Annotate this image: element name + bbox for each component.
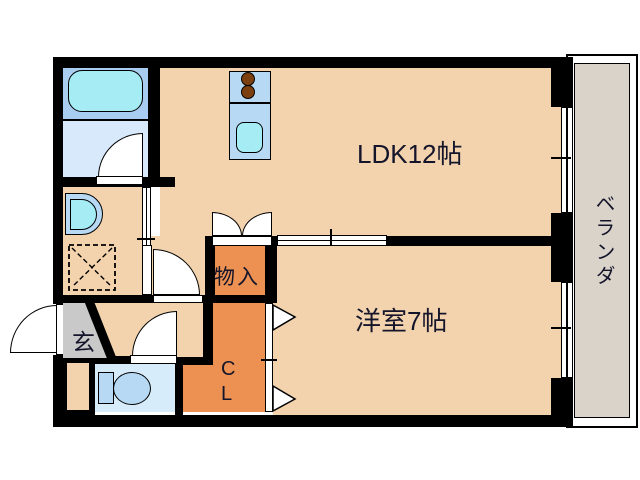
- entrance-door-arc: [10, 305, 57, 353]
- wall: [551, 57, 573, 107]
- wall: [175, 357, 183, 415]
- room-ldk: [160, 68, 561, 236]
- wall: [53, 295, 153, 303]
- kitchen-burner: [241, 85, 255, 99]
- entrance-door: [56, 304, 64, 355]
- tick-mark: [330, 229, 332, 246]
- tick-mark: [551, 327, 571, 329]
- room-storage: [215, 246, 265, 295]
- wall: [53, 355, 63, 427]
- washroom-door: [142, 245, 152, 295]
- tick-mark: [551, 157, 571, 159]
- bath-door: [96, 176, 143, 185]
- toilet-tank: [98, 372, 114, 404]
- label-entrance: 玄: [72, 329, 95, 355]
- wall: [551, 213, 573, 282]
- kitchen-divider: [229, 102, 271, 104]
- label-closet: CL: [221, 358, 236, 405]
- kitchen-burner: [241, 72, 255, 86]
- label-ldk: LDK12帖: [357, 139, 463, 169]
- wall: [387, 236, 573, 246]
- label-veranda: ベランダ: [592, 193, 614, 289]
- bathtub: [68, 70, 143, 112]
- veranda-floor: [574, 63, 630, 418]
- wall: [53, 57, 573, 68]
- hall-doorway: [153, 295, 203, 303]
- wall: [148, 68, 160, 180]
- wall: [205, 236, 215, 303]
- storage-doorway: [212, 236, 272, 246]
- wall: [203, 303, 213, 357]
- tick-mark: [261, 359, 277, 361]
- toilet-bowl: [113, 372, 151, 405]
- wall: [175, 357, 213, 365]
- shoe-cabinet: [67, 363, 89, 410]
- closet-folding-door: [265, 303, 273, 412]
- wall: [551, 378, 573, 427]
- room-closet-lower: [183, 365, 265, 412]
- wall: [203, 295, 277, 303]
- kitchen-sink: [236, 122, 263, 153]
- room-closet-upper: [213, 303, 265, 365]
- tick-mark: [137, 238, 155, 240]
- label-western-room: 洋室7帖: [355, 306, 448, 336]
- toilet-door: [130, 355, 177, 364]
- room-western: [273, 246, 561, 415]
- wall: [53, 57, 63, 304]
- wash-basin-bowl: [70, 199, 97, 230]
- wall: [53, 415, 573, 427]
- label-storage: 物入: [214, 266, 260, 289]
- window-western: [561, 282, 573, 378]
- wall: [265, 236, 277, 303]
- ldk-western-sliding-door: [277, 235, 387, 246]
- window-ldk: [561, 107, 573, 213]
- bath-divider-line: [63, 119, 148, 121]
